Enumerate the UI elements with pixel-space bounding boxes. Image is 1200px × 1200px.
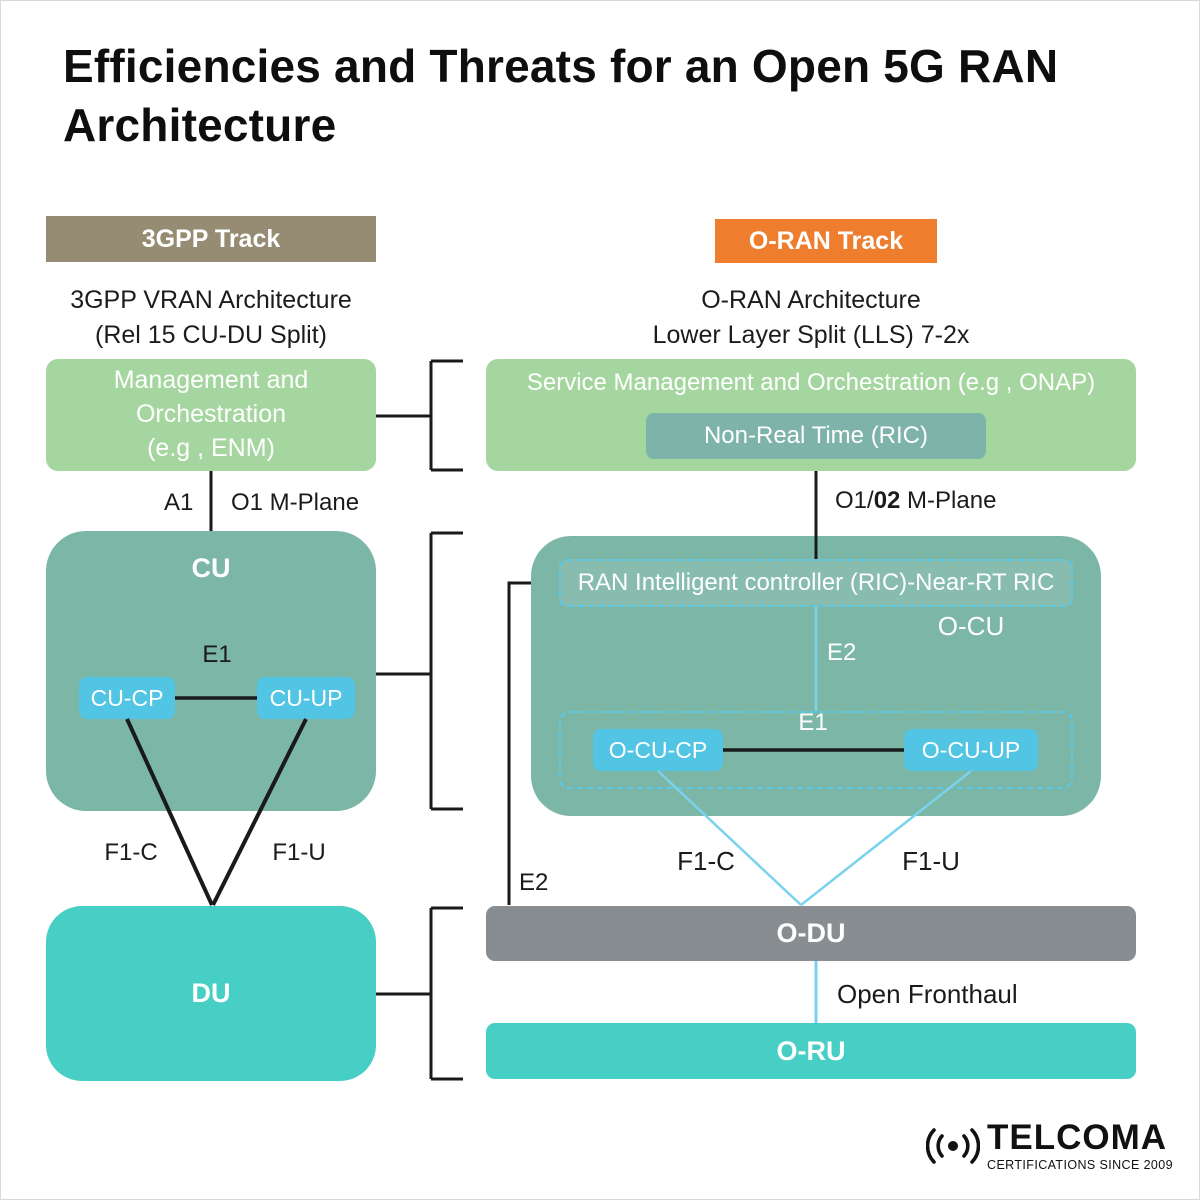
o-cu-up-box: O-CU-UP	[904, 729, 1038, 771]
logo-text-block: TELCOMA CERTIFICATIONS SINCE 2009	[987, 1120, 1173, 1172]
telcoma-logo: TELCOMA CERTIFICATIONS SINCE 2009	[926, 1119, 1173, 1173]
bracket-top	[376, 359, 463, 472]
logo-name: TELCOMA	[987, 1118, 1168, 1157]
o-ru-bar: O-RU	[486, 1023, 1136, 1079]
label-e1-right: E1	[798, 709, 828, 736]
subtitle-3gpp: 3GPP VRAN Architecture (Rel 15 CU-DU Spl…	[70, 286, 352, 349]
cu-up-box: CU-UP	[257, 677, 355, 719]
label-o2-bold: 02	[873, 487, 901, 514]
logo-tagline: CERTIFICATIONS SINCE 2009	[987, 1158, 1173, 1172]
badge-3gpp-track: 3GPP Track	[46, 216, 376, 262]
o-du-bar: O-DU	[486, 906, 1136, 961]
label-o1-o2-mplane: O1/02 M-Plane	[835, 487, 996, 515]
o-cu-cp-box: O-CU-CP	[593, 729, 723, 771]
management-orchestration-box: Management and Orchestration (e.g , ENM)	[46, 359, 376, 471]
non-real-time-ric-box: Non-Real Time (RIC)	[646, 413, 986, 459]
label-o1-prefix: O1/	[835, 487, 874, 514]
signal-icon	[926, 1128, 981, 1164]
page-title: Efficiencies and Threats for an Open 5G …	[63, 40, 1059, 151]
label-e1-left: E1	[202, 641, 232, 668]
label-open-fronthaul: Open Fronthaul	[837, 979, 1018, 1009]
label-a1: A1	[164, 489, 194, 516]
line-e2-outer	[507, 581, 531, 905]
label-f1u-right: F1-U	[902, 846, 960, 876]
bracket-bottom	[376, 906, 463, 1081]
label-f1u-left: F1-U	[272, 839, 326, 866]
cu-box-title: CU	[191, 553, 231, 583]
label-o1-mplane: O1 M-Plane	[231, 489, 360, 516]
label-f1c-right: F1-C	[677, 846, 735, 876]
bracket-middle	[376, 531, 463, 811]
smo-box-title: Service Management and Orchestration (e.…	[526, 369, 1096, 396]
badge-oran-track: O-RAN Track	[715, 219, 937, 263]
near-rt-ric-box: RAN Intelligent controller (RIC)-Near-RT…	[559, 559, 1073, 607]
subtitle-oran: O-RAN Architecture Lower Layer Split (LL…	[652, 286, 970, 349]
label-e2-inner: E2	[827, 639, 857, 666]
cu-cp-box: CU-CP	[79, 677, 175, 719]
label-e2-outer: E2	[519, 869, 549, 896]
du-box: DU	[46, 906, 376, 1081]
label-f1c-left: F1-C	[104, 839, 158, 866]
o-cu-box-title: O-CU	[937, 611, 1005, 641]
label-mplane-suffix: M-Plane	[900, 487, 997, 514]
